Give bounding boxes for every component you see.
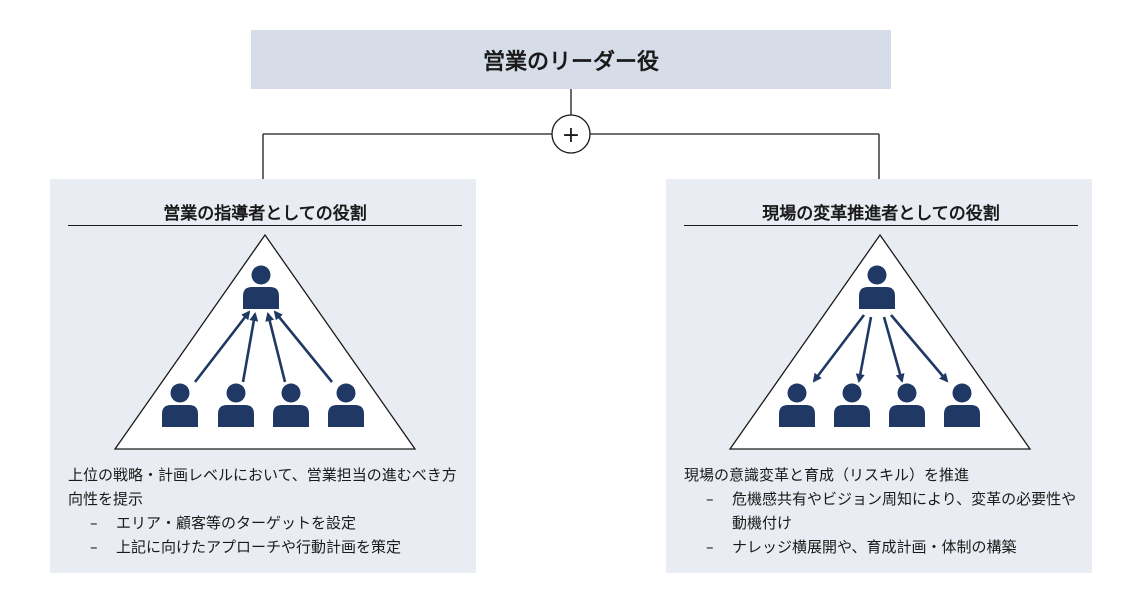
title-underline	[68, 225, 462, 226]
arrow-down-icon	[890, 314, 949, 383]
bullet-item: –上記に向けたアプローチや行動計画を策定	[68, 535, 468, 559]
hierarchy-triangle-left	[113, 233, 417, 450]
bullet-item: –エリア・顧客等のターゲットを設定	[68, 511, 468, 535]
bullet-list: –危機感共有やビジョン周知により、変革の必要性や動機付け –ナレッジ横展開や、育…	[684, 487, 1084, 559]
description-right: 現場の意識変革と育成（リスキル）を推進 –危機感共有やビジョン周知により、変革の…	[684, 463, 1084, 559]
bullet-text: エリア・顧客等のターゲットを設定	[116, 514, 357, 532]
title-underline	[684, 225, 1078, 226]
description-text: 上位の戦略・計画レベルにおいて、営業担当の進むべき方向性を提示	[68, 466, 457, 508]
bullet-item: –危機感共有やビジョン周知により、変革の必要性や動機付け	[684, 487, 1084, 535]
plus-symbol: +	[562, 123, 580, 148]
bullet-list: –エリア・顧客等のターゲットを設定 –上記に向けたアプローチや行動計画を策定	[68, 511, 468, 559]
panel-change-promoter: 現場の変革推進者としての役割 現場の意識変革と育成（リスキル）を推進 –危機感共…	[666, 179, 1092, 573]
bullet-text: ナレッジ横展開や、育成計画・体制の構築	[732, 538, 1017, 556]
bullet-text: 上記に向けたアプローチや行動計画を策定	[116, 538, 402, 556]
bullet-item: –ナレッジ横展開や、育成計画・体制の構築	[684, 535, 1084, 559]
arrow-down-icon	[882, 316, 905, 383]
arrow-down-icon	[855, 316, 873, 383]
bullet-dash: –	[706, 538, 714, 556]
bullet-dash: –	[706, 490, 714, 508]
description-left: 上位の戦略・計画レベルにおいて、営業担当の進むべき方向性を提示 –エリア・顧客等…	[68, 463, 468, 559]
arrow-up-icon	[265, 312, 287, 383]
arrow-up-icon	[241, 312, 259, 383]
panel-title-right: 現場の変革推進者としての役割	[762, 204, 1000, 224]
hierarchy-triangle-right	[728, 233, 1032, 450]
bullet-dash: –	[90, 514, 98, 532]
bullet-dash: –	[90, 538, 98, 556]
leader-role-header: 営業のリーダー役	[251, 30, 891, 89]
plus-circle-icon	[551, 114, 591, 154]
description-text: 現場の意識変革と育成（リスキル）を推進	[684, 466, 970, 484]
leader-role-title: 営業のリーダー役	[482, 49, 659, 75]
arrow-down-icon	[812, 314, 866, 383]
arrow-up-icon	[193, 310, 251, 383]
bullet-text: 危機感共有やビジョン周知により、変革の必要性や動機付け	[732, 490, 1077, 532]
panel-leader-as-mentor: 営業の指導者としての役割 上位の戦略・計画レベルにおいて、営業担当の進むべき方向…	[50, 179, 476, 573]
panel-title-left: 営業の指導者としての役割	[163, 204, 367, 224]
arrow-up-icon	[273, 310, 334, 383]
